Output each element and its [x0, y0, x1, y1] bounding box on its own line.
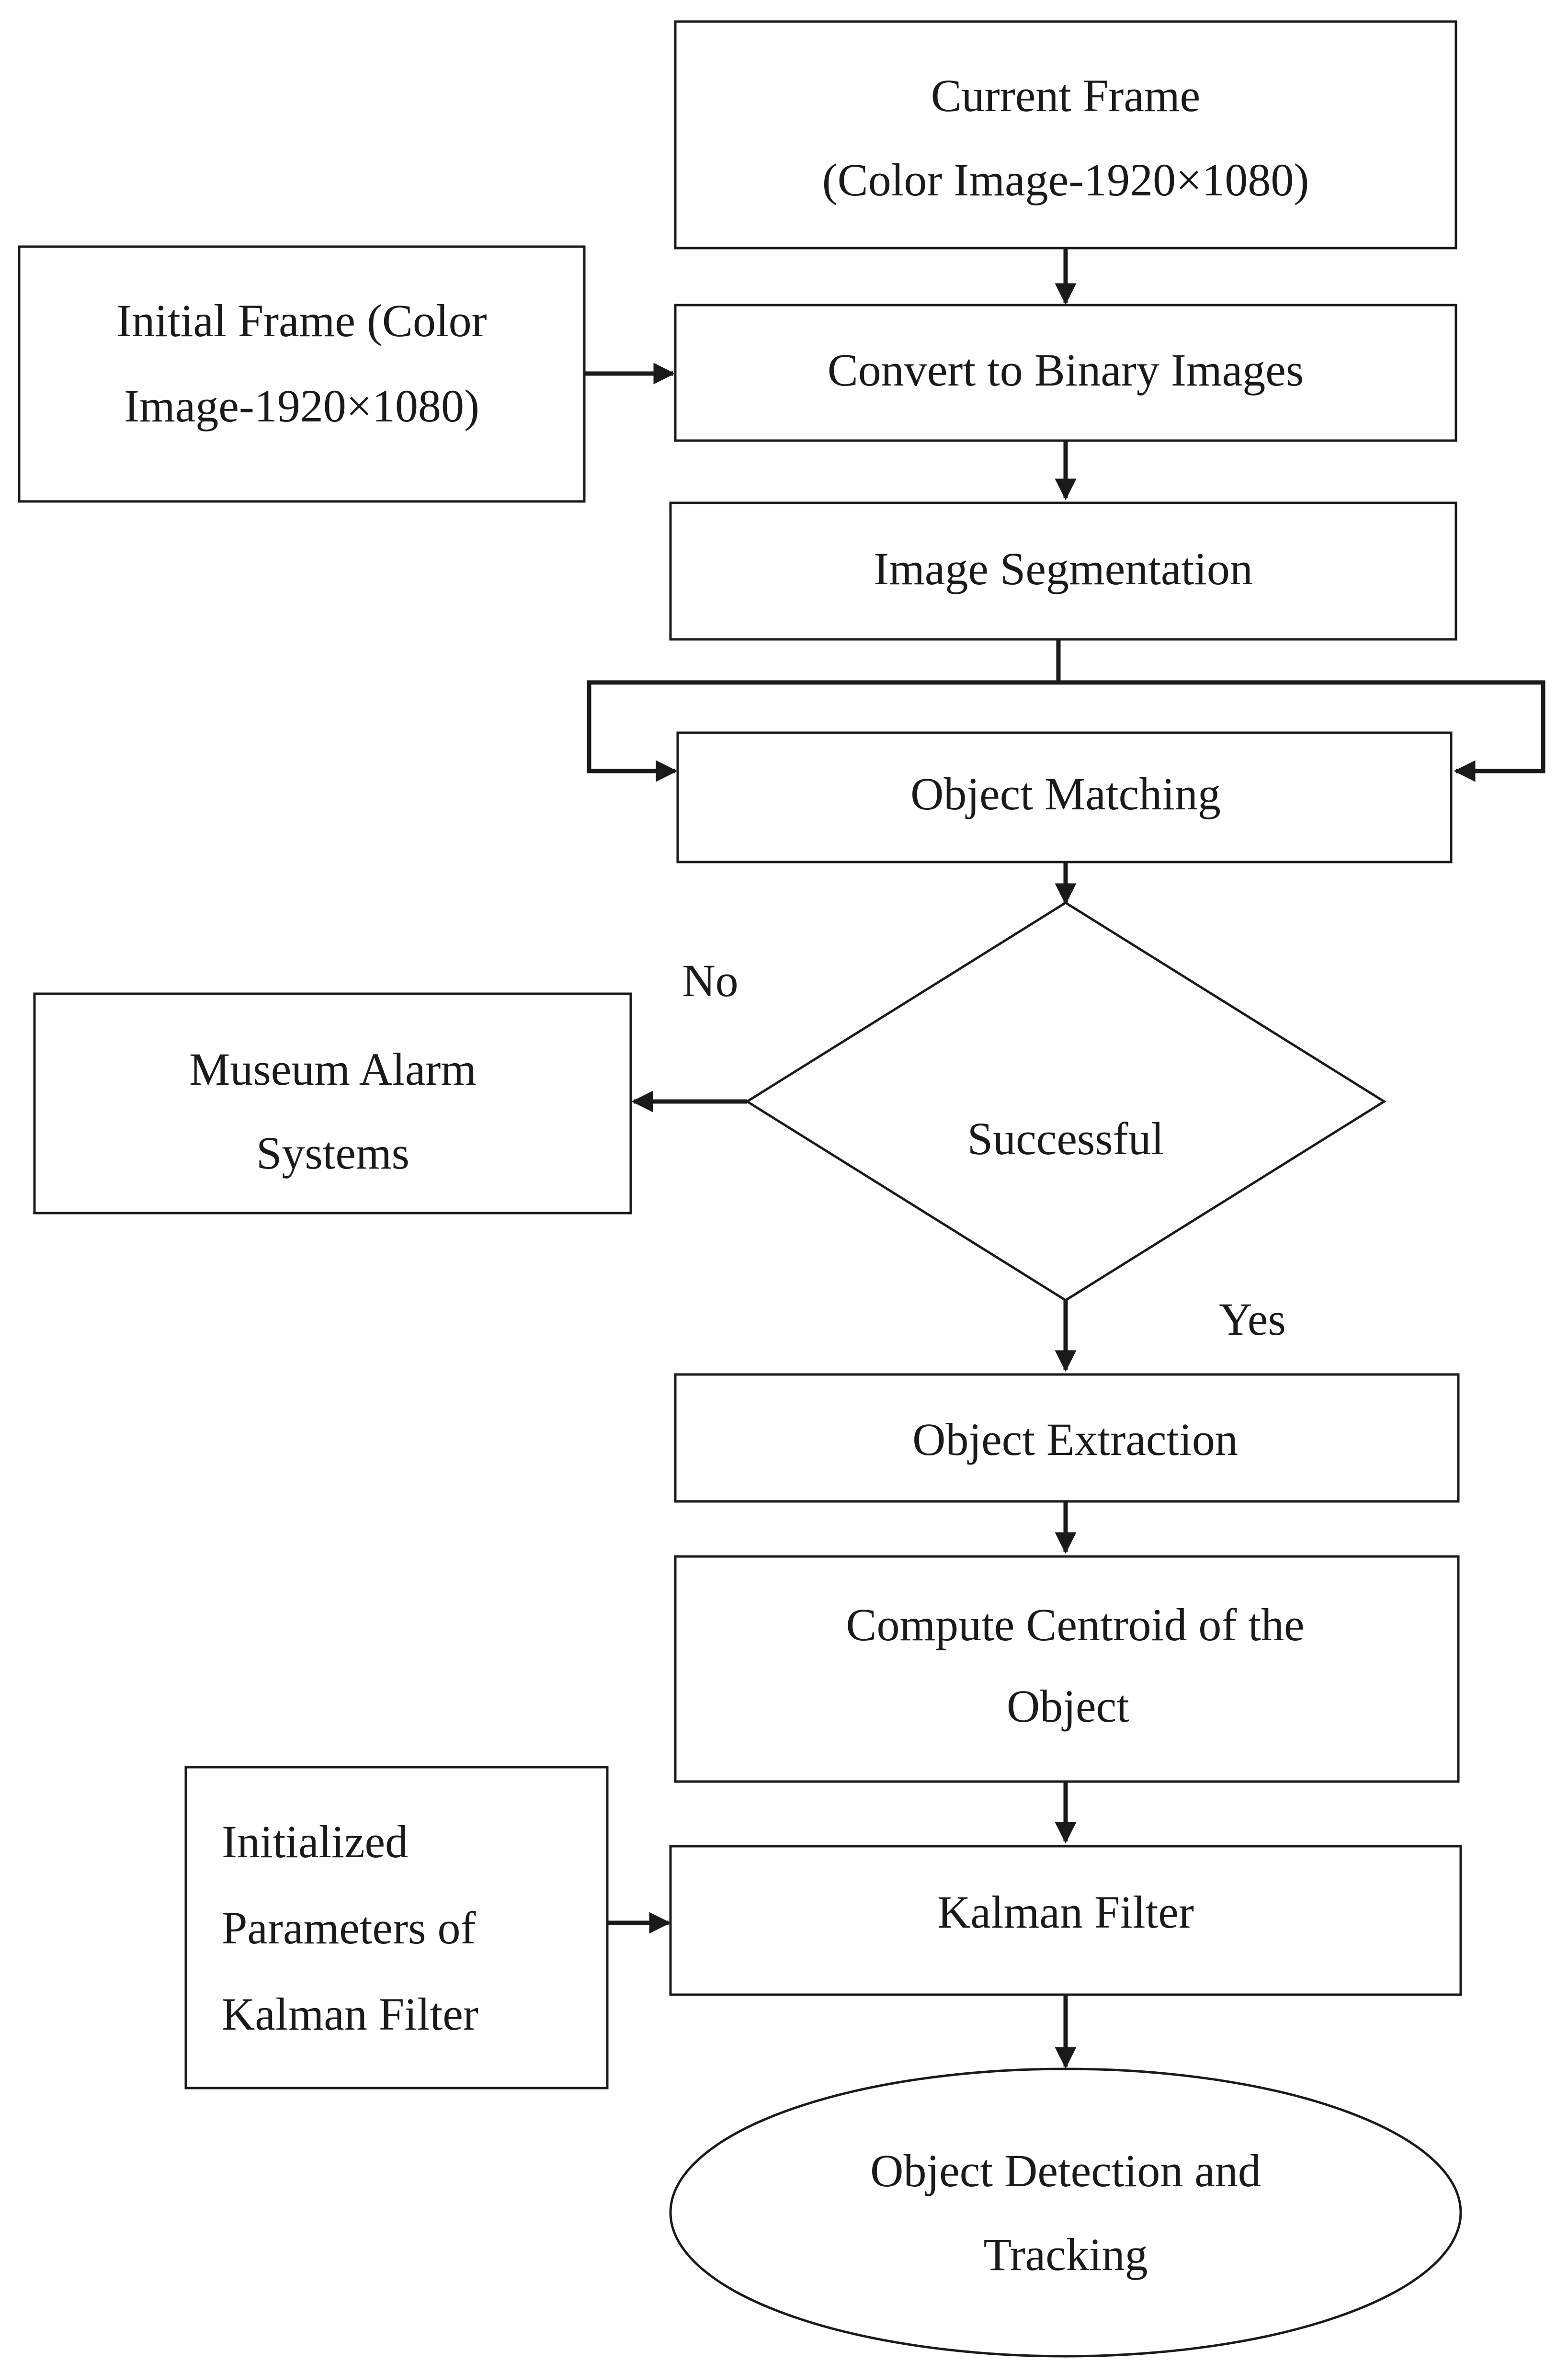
museum-alarm-box: Museum Alarm Systems: [33, 992, 632, 1215]
connectors: [584, 249, 1545, 2069]
kalman-filter-label: Kalman Filter: [937, 1886, 1194, 1938]
initial-frame-box: Initial Frame (Color Image-1920×1080): [18, 245, 586, 503]
initialized-parameters-box: Initialized Parameters of Kalman Filter: [184, 1766, 609, 2089]
museum-alarm-line-2: Systems: [256, 1127, 409, 1179]
object-matching-label: Object Matching: [910, 768, 1221, 819]
initialized-parameters-line-2: Parameters of: [222, 1902, 476, 1953]
compute-centroid-line-2: Object: [1007, 1680, 1129, 1732]
initial-frame-line-2: Image-1920×1080): [124, 380, 479, 431]
no-edge-label: No: [682, 955, 738, 1006]
current-frame-box: Current Frame (Color Image-1920×1080): [674, 20, 1457, 250]
object-detection-tracking-line-1: Object Detection and: [870, 2145, 1261, 2196]
arrow-segmentation-right-branch: [1058, 680, 1545, 782]
compute-centroid-box: Compute Centroid of the Object: [674, 1555, 1460, 1783]
successful-label: Successful: [967, 1113, 1164, 1164]
successful-decision: Successful: [745, 901, 1386, 1302]
image-segmentation-box: Image Segmentation: [669, 501, 1457, 641]
museum-alarm-line-1: Museum Alarm: [189, 1044, 477, 1095]
initialized-parameters-line-3: Kalman Filter: [222, 1988, 478, 2040]
arrow-segmentation-left-branch: [587, 680, 1058, 782]
current-frame-line-1: Current Frame: [931, 70, 1201, 121]
initial-frame-line-1: Initial Frame (Color: [116, 295, 487, 346]
convert-binary-box: Convert to Binary Images: [674, 304, 1457, 442]
initialized-parameters-line-1: Initialized: [222, 1816, 408, 1867]
kalman-filter-box: Kalman Filter: [669, 1845, 1462, 1996]
object-detection-tracking-ellipse: Object Detection and Tracking: [669, 2067, 1462, 2358]
image-segmentation-label: Image Segmentation: [874, 543, 1253, 594]
object-extraction-label: Object Extraction: [912, 1414, 1238, 1465]
yes-edge-label: Yes: [1219, 1294, 1286, 1345]
convert-binary-label: Convert to Binary Images: [828, 344, 1304, 396]
object-extraction-box: Object Extraction: [674, 1373, 1460, 1503]
object-detection-tracking-line-2: Tracking: [983, 2229, 1148, 2280]
compute-centroid-line-1: Compute Centroid of the: [846, 1599, 1304, 1650]
object-matching-box: Object Matching: [676, 731, 1453, 863]
current-frame-line-2: (Color Image-1920×1080): [822, 154, 1309, 205]
